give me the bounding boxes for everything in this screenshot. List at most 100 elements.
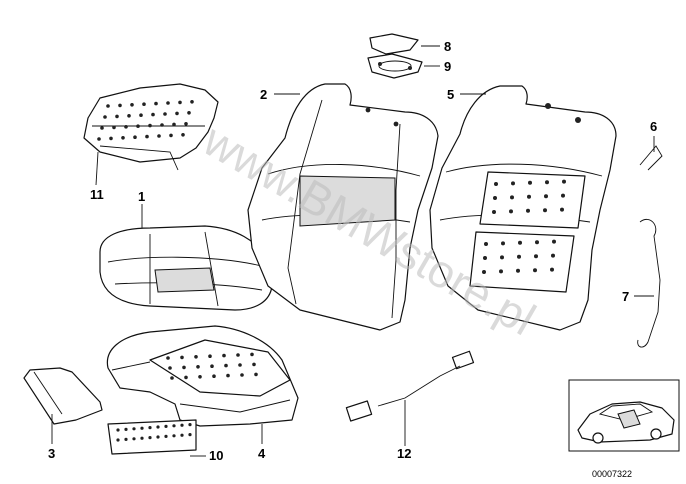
perforation-hole bbox=[157, 134, 161, 138]
perforation-hole bbox=[212, 374, 216, 379]
part-3-side-pad bbox=[23, 367, 103, 425]
perforation-hole bbox=[527, 194, 531, 199]
perforation-hole bbox=[140, 426, 144, 430]
perforation-hole bbox=[254, 372, 258, 377]
perforation-hole bbox=[148, 436, 152, 440]
perforation-hole bbox=[182, 365, 186, 370]
perforation-hole bbox=[492, 210, 496, 214]
callout-7: 7 bbox=[622, 289, 629, 304]
perforation-hole bbox=[103, 115, 107, 119]
perforation-hole bbox=[484, 242, 488, 246]
perforation-hole bbox=[561, 193, 565, 198]
perforation-hole bbox=[208, 354, 212, 359]
perforation-hole bbox=[164, 424, 168, 428]
callout-1: 1 bbox=[138, 189, 145, 204]
perforation-hole bbox=[544, 194, 548, 199]
perforation-hole bbox=[187, 111, 191, 115]
perforation-hole bbox=[526, 208, 530, 213]
perforation-hole bbox=[190, 100, 194, 104]
callout-12: 12 bbox=[397, 446, 411, 461]
perforation-hole bbox=[100, 126, 104, 130]
perforation-hole bbox=[499, 269, 503, 274]
perforation-hole bbox=[124, 437, 128, 441]
perforation-hole bbox=[163, 112, 167, 116]
perforation-hole bbox=[236, 353, 240, 357]
part-1-seat-cover bbox=[99, 225, 273, 311]
perforation-hole bbox=[534, 254, 538, 259]
perforation-hole bbox=[172, 122, 176, 127]
perforation-hole bbox=[148, 123, 152, 128]
perforation-hole bbox=[142, 102, 146, 106]
perforation-hole bbox=[543, 208, 547, 213]
perforation-hole bbox=[518, 240, 522, 245]
perforation-hole bbox=[164, 434, 168, 438]
perforation-hole bbox=[133, 135, 137, 139]
perforation-hole bbox=[188, 433, 192, 437]
part-5-backrest-foam bbox=[429, 85, 617, 331]
perforation-hole bbox=[194, 355, 198, 359]
perforation-hole bbox=[166, 356, 170, 360]
perforation-hole bbox=[175, 111, 179, 116]
perforation-hole bbox=[132, 427, 136, 431]
part-2-backrest-cover bbox=[247, 83, 439, 331]
perforation-hole bbox=[224, 363, 228, 368]
perforation-hole bbox=[130, 103, 134, 107]
perforation-hole bbox=[116, 428, 120, 432]
perforation-hole bbox=[121, 136, 125, 140]
perforation-hole bbox=[140, 436, 144, 440]
part-8-cover-plate bbox=[369, 33, 419, 55]
perforation-hole bbox=[124, 125, 128, 129]
callout-4: 4 bbox=[258, 446, 266, 461]
perforation-hole bbox=[170, 376, 174, 380]
perforation-hole bbox=[188, 423, 192, 427]
perforation-hole bbox=[184, 375, 188, 380]
perforation-hole bbox=[222, 353, 226, 358]
perforation-hole bbox=[517, 254, 521, 259]
perforation-hole bbox=[169, 133, 173, 138]
perforation-hole bbox=[139, 113, 143, 117]
perforation-hole bbox=[127, 114, 131, 118]
perforation-hole bbox=[198, 375, 202, 379]
perforation-hole bbox=[97, 137, 101, 141]
perforation-hole bbox=[180, 355, 184, 360]
perforation-hole bbox=[511, 181, 515, 186]
perforation-hole bbox=[196, 365, 200, 369]
diagram-code: 00007322 bbox=[592, 469, 632, 479]
perforation-hole bbox=[154, 101, 158, 106]
part-4-seat-foam bbox=[106, 325, 299, 427]
callout-10: 10 bbox=[209, 448, 223, 463]
part-9-grommet-plate bbox=[367, 53, 423, 79]
perforation-hole bbox=[252, 362, 256, 367]
perforation-hole bbox=[151, 112, 155, 117]
perforation-hole bbox=[106, 104, 110, 108]
perforation-hole bbox=[136, 124, 140, 128]
callout-9: 9 bbox=[444, 59, 451, 74]
perforation-hole bbox=[250, 352, 254, 357]
perforation-hole bbox=[166, 101, 170, 105]
perforation-hole bbox=[184, 122, 188, 126]
perforation-hole bbox=[109, 136, 113, 141]
car-thumbnail bbox=[568, 379, 680, 452]
callout-8: 8 bbox=[444, 39, 451, 54]
perforation-hole bbox=[509, 209, 513, 214]
perforation-hole bbox=[516, 268, 520, 273]
perforation-hole bbox=[180, 433, 184, 437]
part-11-seat-heating-pad bbox=[83, 83, 219, 171]
perforation-hole bbox=[168, 366, 172, 370]
perforation-hole bbox=[535, 240, 539, 245]
perforation-hole bbox=[482, 270, 486, 274]
part-6-clip bbox=[639, 145, 663, 171]
perforation-hole bbox=[562, 179, 566, 184]
perforation-hole bbox=[493, 196, 497, 200]
perforation-hole bbox=[545, 180, 549, 185]
part-10-mat bbox=[107, 419, 197, 455]
perforation-hole bbox=[132, 437, 136, 441]
perforation-hole bbox=[552, 239, 556, 244]
part-7-wire bbox=[637, 218, 661, 348]
perforation-hole bbox=[172, 424, 176, 428]
perforation-hole bbox=[560, 207, 564, 212]
leader-lines bbox=[51, 45, 655, 457]
perforation-hole bbox=[494, 182, 498, 186]
part-12-cable bbox=[345, 350, 475, 422]
perforation-hole bbox=[160, 123, 164, 127]
